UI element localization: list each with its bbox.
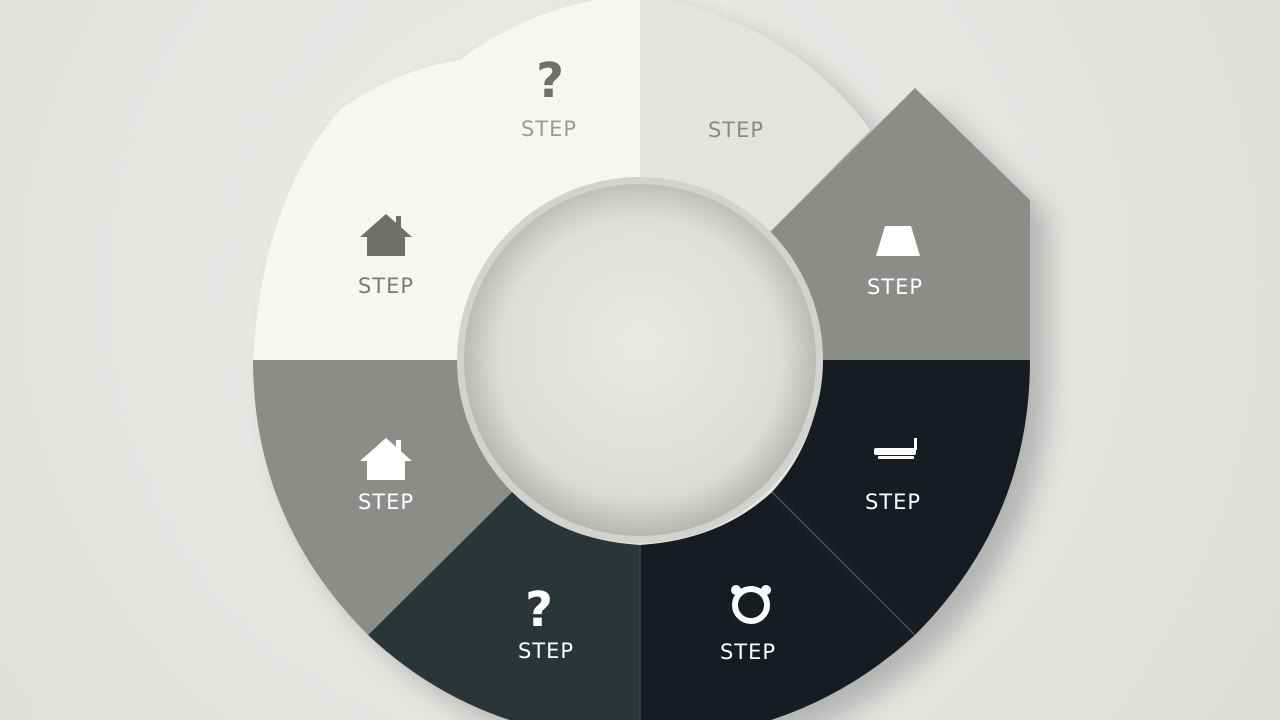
- segment-6: [368, 492, 640, 720]
- svg-text:?: ?: [525, 582, 553, 638]
- segment-5: [640, 492, 915, 720]
- question-mark-icon: ?: [536, 53, 564, 109]
- house-icon: [360, 438, 412, 480]
- segment-7: [253, 360, 512, 635]
- segment-4: [772, 360, 1030, 635]
- alarm-clock-icon: [731, 585, 771, 624]
- house-icon: [360, 214, 412, 256]
- segment-2-label: STEP: [708, 118, 764, 142]
- bench-icon: [874, 438, 917, 459]
- segment-5-label: STEP: [720, 640, 776, 664]
- center-hub: [457, 177, 823, 543]
- question-mark-icon: ?: [525, 582, 553, 638]
- svg-text:?: ?: [536, 53, 564, 109]
- segment-8-label: STEP: [358, 274, 414, 298]
- road-icon: [876, 226, 920, 256]
- segment-1-label: STEP: [521, 117, 577, 141]
- segment-4-label: STEP: [865, 490, 921, 514]
- segment-3-label: STEP: [867, 275, 923, 299]
- segment-8: [253, 60, 460, 360]
- divider-line: [771, 491, 916, 636]
- segment-6-label: STEP: [518, 639, 574, 663]
- segment-3: [770, 88, 1030, 360]
- segment-7-label: STEP: [358, 490, 414, 514]
